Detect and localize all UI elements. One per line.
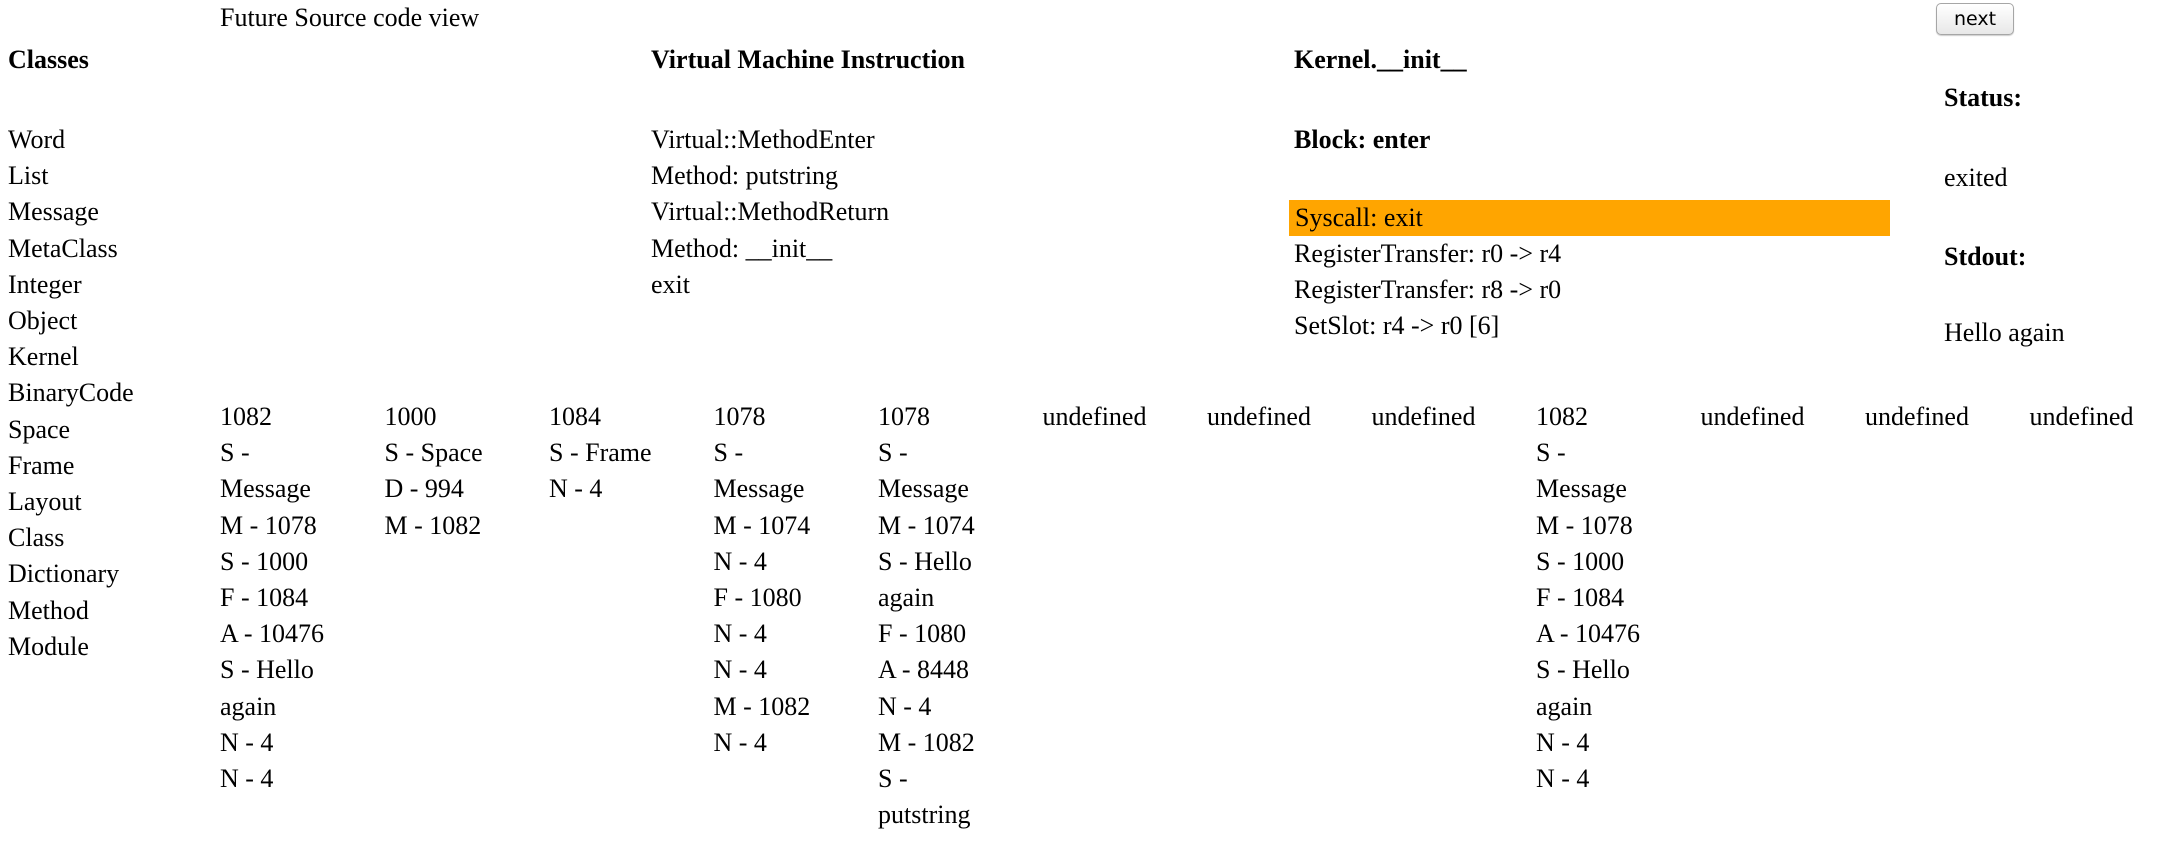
memory-object-entry: N - 4 bbox=[1536, 727, 1590, 757]
memory-object-entry: F - 1080 bbox=[878, 619, 967, 649]
vm-instruction-item: Method: putstring bbox=[651, 161, 839, 191]
class-item: Class bbox=[8, 523, 65, 553]
memory-object-column: undefined bbox=[1372, 399, 1494, 435]
class-item: Layout bbox=[8, 487, 82, 517]
memory-object-entry: A - 8448 bbox=[878, 655, 969, 685]
memory-object-entry: S - Message bbox=[220, 438, 311, 504]
memory-object-id: undefined bbox=[1371, 402, 1476, 431]
class-item: Object bbox=[8, 306, 78, 336]
memory-object-entry: M - 1082 bbox=[713, 691, 811, 721]
memory-object-entry: N - 4 bbox=[220, 764, 274, 794]
memory-object-entry: N - 4 bbox=[1536, 764, 1590, 794]
memory-object-entry: N - 4 bbox=[713, 655, 767, 685]
memory-object-entry: M - 1082 bbox=[384, 510, 482, 540]
class-item: Message bbox=[8, 197, 99, 227]
next-button[interactable]: next bbox=[1936, 3, 2014, 35]
vm-instruction-heading: Virtual Machine Instruction bbox=[651, 45, 965, 74]
status-value: exited bbox=[1944, 163, 2008, 192]
memory-object-entry: F - 1084 bbox=[220, 583, 309, 613]
memory-object-entry: M - 1078 bbox=[220, 510, 317, 540]
memory-object-column: undefined bbox=[2030, 399, 2152, 435]
vm-instruction-item: exit bbox=[651, 269, 690, 299]
kernel-instruction-list: RegisterTransfer: r0 -> r4 RegisterTransf… bbox=[1294, 236, 1561, 345]
memory-object-id: 1082 bbox=[1536, 402, 1588, 431]
class-item: Kernel bbox=[8, 342, 79, 372]
kernel-method-heading: Kernel.__init__ bbox=[1294, 45, 1467, 74]
class-item: BinaryCode bbox=[8, 378, 134, 408]
memory-object-entry: S - Message bbox=[1536, 438, 1627, 504]
memory-object-entry: S - Message bbox=[878, 438, 969, 504]
memory-object-id: 1084 bbox=[549, 402, 601, 431]
vm-instruction-item: Method: __init__ bbox=[651, 233, 833, 263]
memory-object-entry: F - 1080 bbox=[713, 583, 802, 613]
memory-object-column: 1078 S - Message M - 1074 S - Hello again F … bbox=[878, 399, 1000, 833]
class-item: List bbox=[8, 161, 49, 191]
memory-object-entry: S - putstring bbox=[878, 764, 971, 830]
stdout-value: Hello again bbox=[1944, 318, 2065, 347]
memory-object-entry: M - 1082 bbox=[878, 727, 975, 757]
memory-object-id: undefined bbox=[1042, 402, 1147, 431]
memory-object-entry: N - 4 bbox=[549, 474, 603, 504]
memory-object-entry: S - Message bbox=[713, 438, 805, 504]
current-instruction: Syscall: exit bbox=[1289, 200, 1890, 236]
stdout-heading: Stdout: bbox=[1944, 242, 2027, 271]
memory-object-entry: S - Hello again bbox=[878, 546, 972, 613]
memory-object-entry: F - 1084 bbox=[1536, 583, 1625, 613]
memory-object-entry: M - 1074 bbox=[713, 510, 811, 540]
memory-object-entry: N - 4 bbox=[713, 619, 767, 649]
memory-object-id: undefined bbox=[2029, 402, 2134, 431]
block-heading: Block: enter bbox=[1294, 125, 1431, 154]
memory-object-column: undefined bbox=[1865, 399, 1987, 435]
memory-object-id: 1000 bbox=[384, 402, 437, 431]
class-item: Dictionary bbox=[8, 559, 120, 589]
memory-object-entry: S - Frame bbox=[549, 438, 652, 468]
memory-object-column: 1078 S - Message M - 1074 N - 4 F - 1080 N - … bbox=[714, 399, 836, 761]
kernel-instruction-item: SetSlot: r4 -> r0 [6] bbox=[1294, 311, 1500, 341]
vm-instruction-item: Virtual::MethodReturn bbox=[651, 197, 890, 227]
current-instruction-label: Syscall: exit bbox=[1295, 203, 1423, 232]
class-item: Frame bbox=[8, 450, 75, 480]
memory-object-entry: M - 1074 bbox=[878, 510, 975, 540]
vm-instruction-item: Virtual::MethodEnter bbox=[651, 125, 875, 154]
kernel-instruction-item: RegisterTransfer: r0 -> r4 bbox=[1294, 239, 1562, 268]
memory-object-entry: S - Hello again bbox=[1536, 655, 1630, 721]
memory-object-entry: S - Hello again bbox=[220, 655, 314, 721]
kernel-instruction-item: RegisterTransfer: r8 -> r0 bbox=[1294, 275, 1562, 305]
memory-object-entry: A - 10476 bbox=[220, 619, 324, 649]
memory-object-id: 1078 bbox=[878, 402, 930, 431]
page-title: Future Source code view bbox=[220, 3, 480, 32]
memory-object-entry: N - 4 bbox=[220, 727, 274, 757]
class-item: Method bbox=[8, 595, 89, 625]
class-item: Space bbox=[8, 414, 71, 444]
memory-object-entry: N - 4 bbox=[878, 691, 932, 721]
class-item: Word bbox=[8, 125, 66, 154]
memory-object-column: undefined bbox=[1701, 399, 1823, 435]
memory-object-column: undefined bbox=[1043, 399, 1165, 435]
memory-object-entry: A - 10476 bbox=[1536, 619, 1640, 649]
memory-object-id: 1078 bbox=[713, 402, 766, 431]
memory-object-entry: S - 1000 bbox=[1536, 546, 1625, 576]
memory-object-entry: M - 1078 bbox=[1536, 510, 1633, 540]
classes-heading: Classes bbox=[8, 45, 89, 74]
memory-object-column: 1084 S - Frame N - 4 bbox=[549, 399, 671, 508]
memory-object-column: 1000 S - Space D - 994 M - 1082 bbox=[385, 399, 507, 544]
memory-object-entry: D - 994 bbox=[384, 474, 464, 504]
memory-object-id: undefined bbox=[1865, 402, 1969, 431]
memory-object-entry: N - 4 bbox=[713, 727, 767, 757]
memory-object-id: undefined bbox=[1700, 402, 1805, 431]
memory-object-id: undefined bbox=[1207, 402, 1311, 431]
memory-object-entry: S - 1000 bbox=[220, 546, 309, 576]
memory-object-id: 1082 bbox=[220, 402, 272, 431]
memory-object-entry: N - 4 bbox=[713, 546, 767, 576]
class-item: Integer bbox=[8, 269, 82, 299]
memory-object-column: undefined bbox=[1207, 399, 1329, 435]
status-heading: Status: bbox=[1944, 83, 2023, 112]
memory-object-entry: S - Space bbox=[384, 438, 483, 468]
class-item: MetaClass bbox=[8, 233, 118, 263]
class-item: Module bbox=[8, 631, 89, 661]
